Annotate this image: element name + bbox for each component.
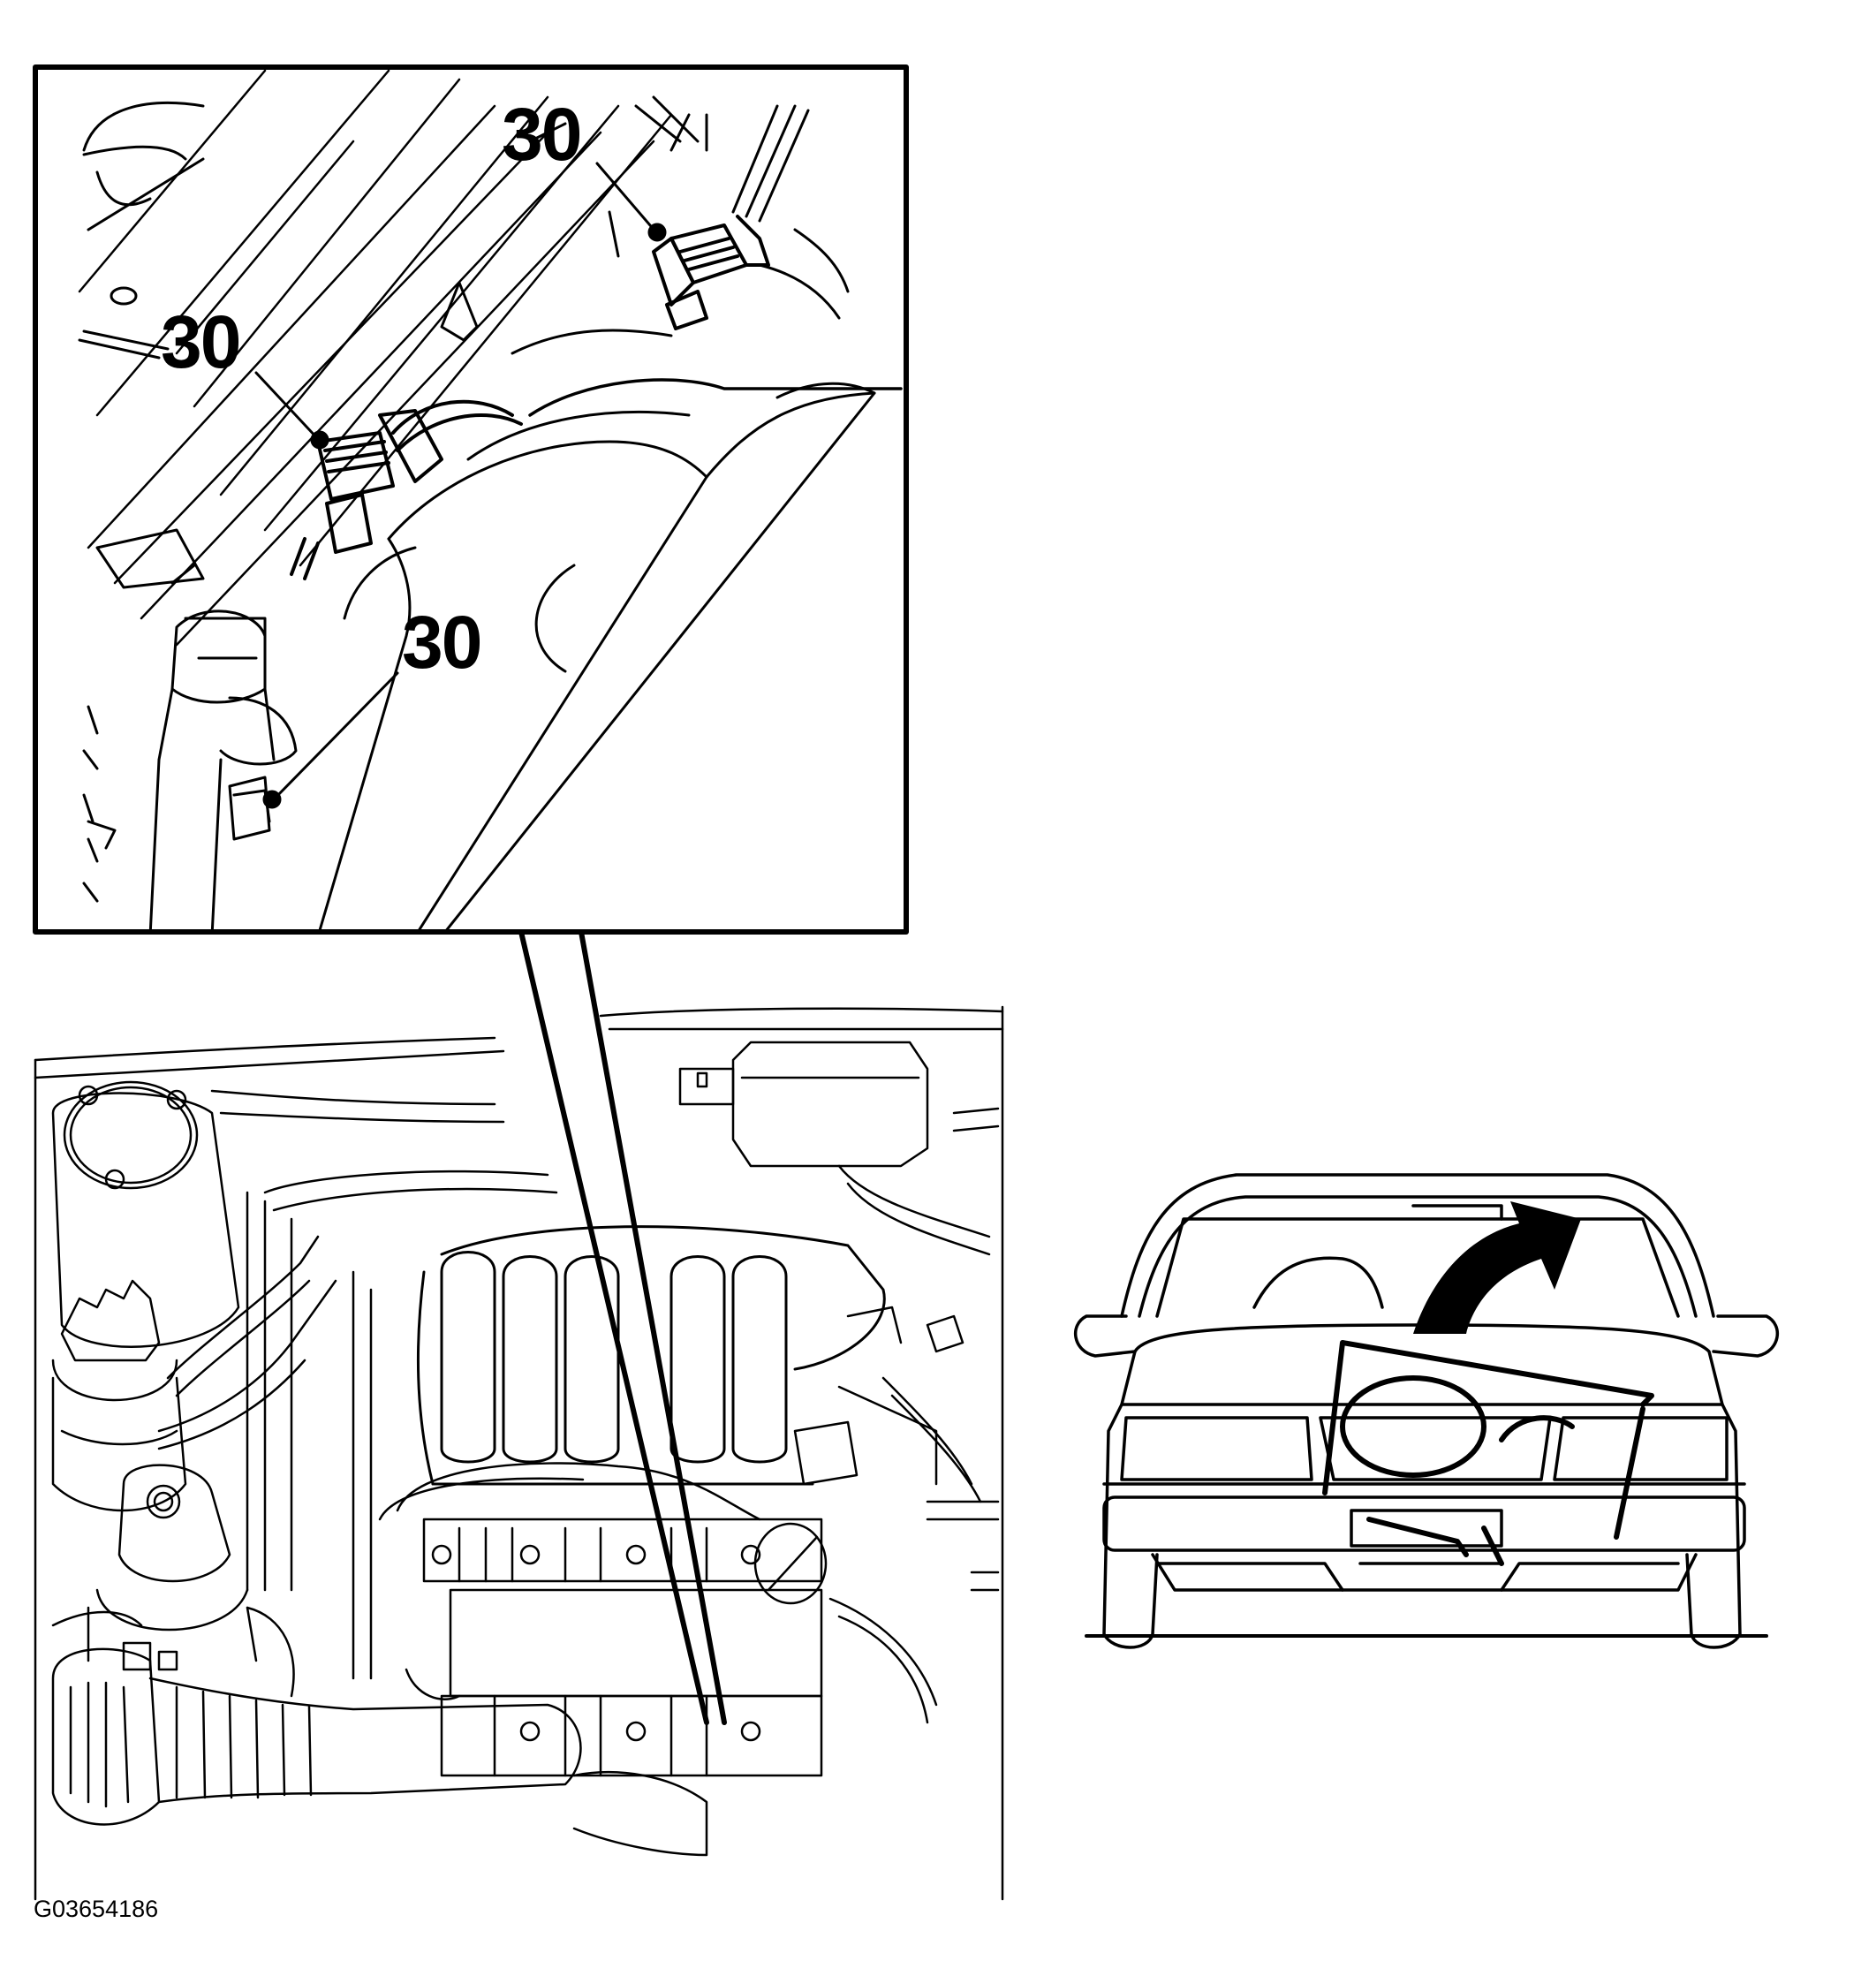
- connector-top-right: [652, 215, 770, 330]
- intake-hose: [528, 378, 903, 417]
- connector-middle: [290, 399, 523, 580]
- air-intake-duct: [51, 1641, 708, 1857]
- intake-manifold: [416, 1225, 886, 1486]
- figure-id: G03654186: [34, 1896, 159, 1922]
- front-bumper: [1102, 1495, 1746, 1552]
- hood-open-arrow: [1413, 1201, 1581, 1334]
- fitting-lower-left: [148, 609, 298, 930]
- fluid-reservoir: [51, 1080, 240, 1348]
- headlight-right: [1553, 1416, 1728, 1481]
- manifold-lines: [78, 69, 673, 647]
- oil-filler-cap: [51, 1279, 187, 1512]
- callout-label-top: 30: [502, 93, 582, 176]
- callout-label-bottom: 30: [402, 601, 482, 684]
- hose-clip-top: [82, 102, 205, 231]
- inset-border: [33, 64, 909, 935]
- mirror-right: [1712, 1314, 1780, 1358]
- hoses-and-wiring: [51, 1089, 1000, 1724]
- vehicle-front-view: [1073, 1173, 1780, 1649]
- mirror-left: [1073, 1314, 1137, 1358]
- license-plate: [1350, 1509, 1503, 1548]
- tag-flag: [440, 281, 479, 342]
- inset-contents: [78, 69, 903, 930]
- control-module: [678, 1041, 929, 1168]
- callout-label-middle: 30: [161, 300, 241, 383]
- strut-tower: [87, 1464, 258, 1662]
- wire-harness: [669, 104, 810, 223]
- small-hole: [110, 286, 138, 306]
- callout-leaders: [254, 162, 667, 809]
- inset-leader: [518, 929, 727, 1725]
- locator-frame: [1322, 1340, 1654, 1540]
- headlight-left: [1120, 1416, 1313, 1481]
- engine-bay: [34, 1005, 1004, 1901]
- valve-cover: [422, 1518, 828, 1777]
- clip-tab: [95, 528, 205, 589]
